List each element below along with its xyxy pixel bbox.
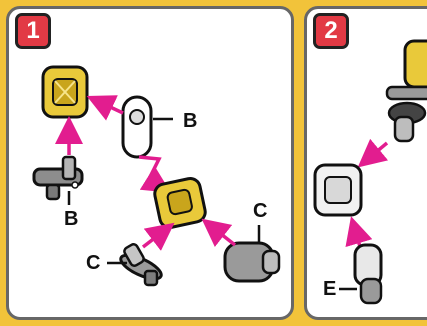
step-2-illustration [313,39,427,305]
step-2-badge: 2 [313,13,349,49]
connector-c [107,243,163,287]
label-c-connector: C [86,252,101,274]
part-e [339,243,383,305]
oval-connector-b [121,95,173,159]
arrow-connector-to-hub [86,95,124,121]
label-b-connector: B [183,110,198,132]
arrow-assembly-to-hub [357,138,389,168]
step-2-panel: 2 E [304,6,427,320]
grey-part-c [223,225,281,283]
label-e: E [323,278,337,300]
arrow-connector-to-hub-2 [138,155,171,193]
yellow-hub-center [153,177,207,229]
arrow-grey-to-hub [201,218,237,247]
arrow-connector-c-to-hub [141,222,175,251]
yellow-assembly [385,39,427,143]
step-1-badge: 1 [15,13,51,49]
yellow-hub-top [41,65,89,119]
base-part-b [32,155,84,205]
step-1-panel: 1 [6,6,294,320]
label-b-base: B [64,208,79,230]
step-1-illustration [32,65,281,287]
label-c-grey: C [253,200,268,222]
white-hub [313,163,363,217]
